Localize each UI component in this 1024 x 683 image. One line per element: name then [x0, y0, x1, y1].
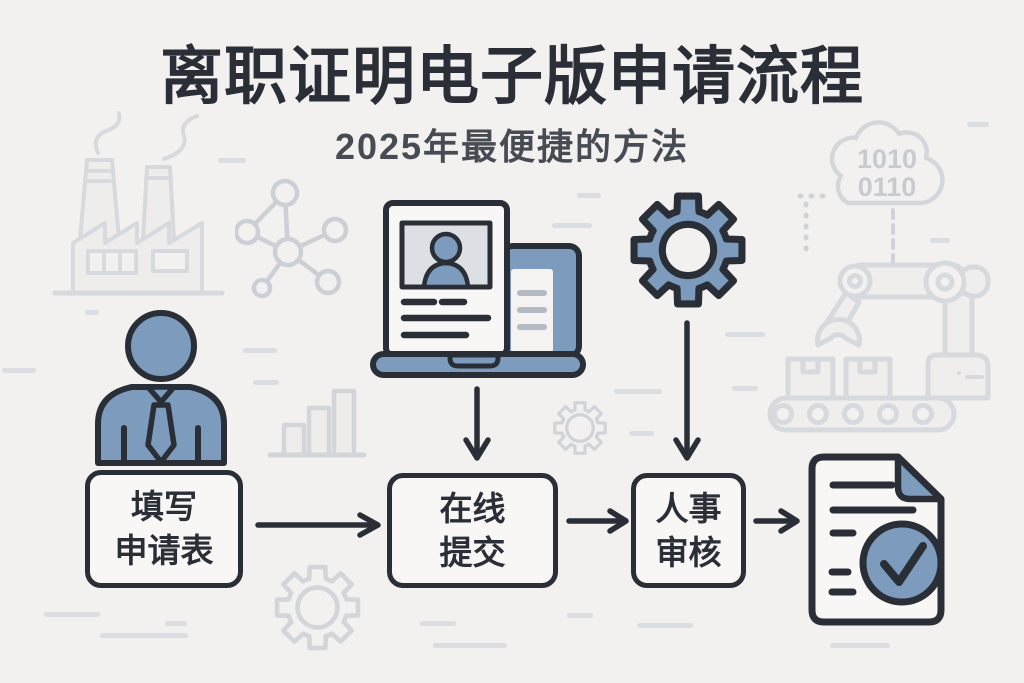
background-dash: [567, 613, 593, 618]
step2-label-line1: 在线: [439, 489, 506, 527]
bar-chart-icon: [267, 388, 367, 458]
background-dash: [85, 310, 99, 315]
background-dash: [552, 223, 592, 228]
background-dash: [165, 621, 187, 626]
background-dash: [577, 193, 601, 198]
background-dash: [2, 368, 36, 373]
page-title: 离职证明电子版申请流程: [160, 42, 864, 112]
background-dash: [420, 621, 456, 626]
arrow-right-step3-to-result: [753, 508, 800, 534]
gear-icon: [630, 192, 746, 308]
background-dash: [637, 623, 693, 628]
arrow-down-gear-to-review: [673, 320, 701, 461]
network-nodes-icon: [235, 178, 349, 299]
office-worker-icon: [95, 310, 227, 466]
binary-text-line1: 1010: [857, 144, 917, 174]
laptop-application-icon: [370, 200, 586, 378]
background-dash: [725, 332, 765, 337]
binary-cloud-icon: 1010 0110: [797, 120, 945, 266]
binary-text-line2: 0110: [858, 172, 917, 202]
approved-document-icon: [808, 453, 945, 626]
bottom-faded-gear-icon: [274, 564, 361, 651]
step-box-fill-form: 填写 申请表: [85, 470, 243, 588]
background-dash: [629, 431, 654, 436]
step1-label-line1: 填写: [131, 488, 197, 526]
factory-icon: [52, 111, 225, 296]
background-dash: [830, 643, 890, 648]
step3-label-line1: 人事: [655, 489, 722, 527]
background-dash: [433, 643, 507, 648]
page-subtitle: 2025年最便捷的方法: [334, 126, 690, 167]
step-box-online-submit: 在线 提交: [387, 473, 558, 588]
small-faded-gear-icon: [553, 401, 607, 455]
step3-label-line2: 审核: [655, 533, 722, 571]
step2-label-line2: 提交: [439, 533, 506, 571]
arrow-down-laptop-to-submit: [463, 386, 491, 461]
background-dash: [614, 389, 662, 394]
step1-label-line2: 申请表: [114, 532, 214, 569]
arrow-right-step2-to-step3: [566, 508, 629, 534]
arrow-right-step1-to-step2: [255, 512, 381, 538]
background-dash: [732, 386, 758, 391]
background-dash: [243, 348, 277, 353]
background-dash: [44, 612, 100, 617]
background-dash: [967, 122, 989, 127]
background-dash: [930, 238, 950, 243]
background-dash: [218, 158, 246, 163]
robot-arm-conveyor-icon: [767, 260, 991, 433]
background-dash: [100, 633, 188, 638]
step-box-hr-review: 人事 审核: [631, 473, 746, 588]
background-dash: [253, 380, 279, 385]
